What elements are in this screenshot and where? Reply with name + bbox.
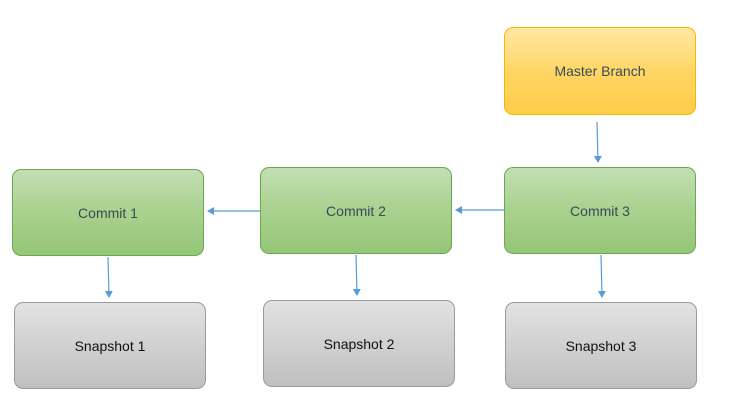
commit-1-node: Commit 1 [12,169,204,256]
commit-3-label: Commit 3 [570,202,630,219]
commit-1-label: Commit 1 [78,204,138,221]
snapshot-2-label: Snapshot 2 [323,335,395,352]
snapshot-1-node: Snapshot 1 [14,302,206,389]
commit-2-node: Commit 2 [260,167,452,254]
commit-2-label: Commit 2 [326,202,386,219]
master-branch-node: Master Branch [504,27,696,115]
arrow-commit-2-to-snapshot-2 [352,254,361,296]
snapshot-2-node: Snapshot 2 [263,300,455,387]
arrow-commit-3-to-snapshot-3 [597,254,606,298]
arrow-branch-to-commit-3 [593,121,602,163]
snapshot-3-node: Snapshot 3 [505,302,697,389]
master-branch-label: Master Branch [554,63,646,79]
arrow-commit-1-to-snapshot-1 [104,256,113,298]
snapshot-3-label: Snapshot 3 [565,337,637,354]
snapshot-1-label: Snapshot 1 [74,337,146,354]
commit-3-node: Commit 3 [504,167,696,254]
